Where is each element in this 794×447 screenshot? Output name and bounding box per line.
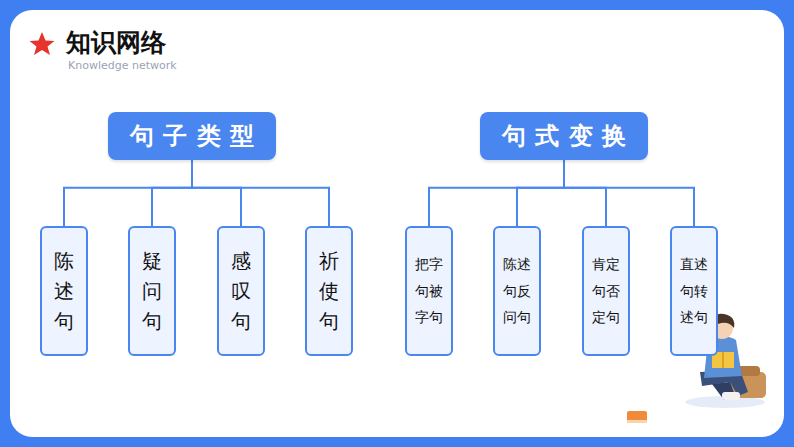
item-label: 直述句转述句 — [680, 251, 708, 331]
item-box: 感叹句 — [217, 226, 265, 356]
item-label: 陈述句 — [54, 246, 74, 336]
tree-connector — [152, 160, 192, 226]
tree-connector — [192, 160, 241, 226]
item-label: 疑问句 — [142, 246, 162, 336]
item-box: 陈述句反问句 — [493, 226, 541, 356]
item-label: 祈使句 — [319, 246, 339, 336]
item-label: 把字句被字句 — [415, 251, 443, 331]
item-box: 肯定句否定句 — [582, 226, 630, 356]
tree-connector — [192, 160, 329, 226]
item-label: 陈述句反问句 — [503, 251, 531, 331]
category-label: 句式变换 — [502, 120, 636, 152]
item-label: 肯定句否定句 — [592, 251, 620, 331]
item-box: 疑问句 — [128, 226, 176, 356]
tree-connector — [429, 160, 564, 226]
white-panel — [10, 10, 784, 437]
category-box: 句子类型 — [108, 112, 276, 160]
item-box: 祈使句 — [305, 226, 353, 356]
small-book — [627, 411, 647, 423]
tree-connector — [564, 160, 694, 226]
category-box: 句式变换 — [480, 112, 648, 160]
item-box: 把字句被字句 — [405, 226, 453, 356]
item-box: 直述句转述句 — [670, 226, 718, 356]
tree-connector — [517, 160, 564, 226]
item-box: 陈述句 — [40, 226, 88, 356]
page-title: 知识网络 — [66, 26, 166, 59]
tree-connector — [564, 160, 606, 226]
item-label: 感叹句 — [231, 246, 251, 336]
subtitle: Knowledge network — [68, 59, 177, 72]
tree-connector — [64, 160, 192, 226]
category-label: 句子类型 — [130, 120, 264, 152]
star-icon — [30, 32, 55, 55]
